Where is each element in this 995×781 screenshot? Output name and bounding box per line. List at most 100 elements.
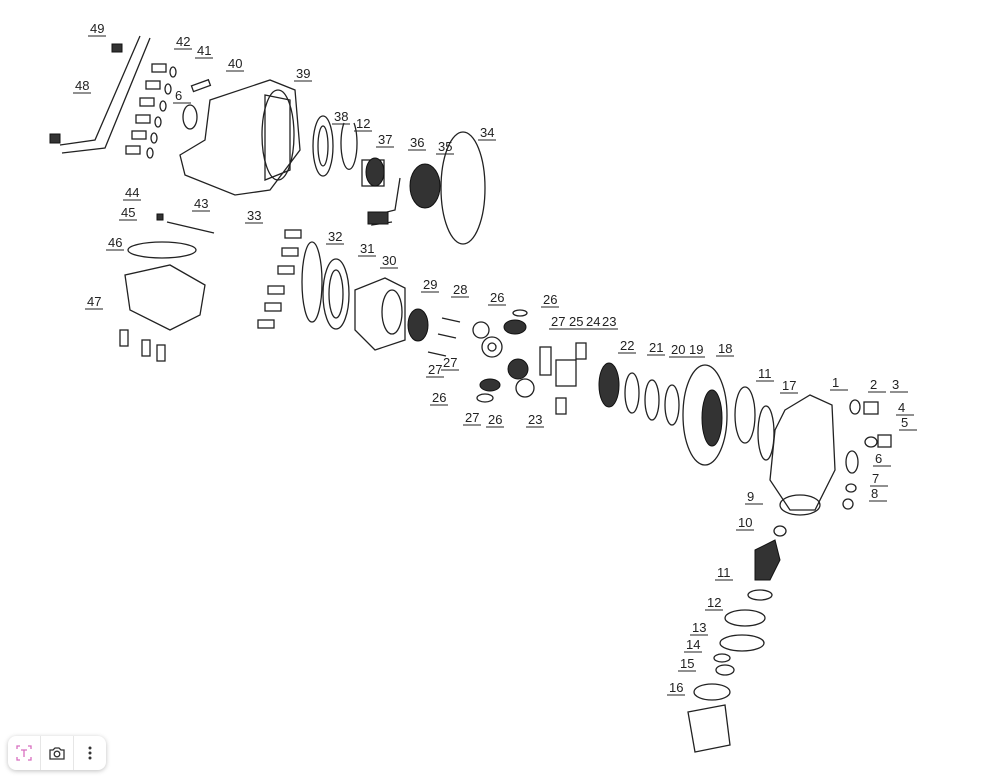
bolts-47 [119,329,166,362]
shim-19 [664,384,680,426]
visual-search-button[interactable] [41,736,74,770]
part-label-27: 27 [428,362,442,377]
seal-6b [845,450,859,474]
part-label-22: 22 [620,338,634,353]
part-label-20: 20 [671,342,685,357]
shim-20 [644,379,660,421]
elbow-fitting [49,133,61,144]
part-label-27: 27 [551,314,565,329]
part-label-47: 47 [87,294,101,309]
bearing-38 [312,115,334,177]
shaft-27 [539,346,552,376]
part-label-29: 29 [423,277,437,292]
part-label-16: 16 [669,680,683,695]
bolts-33 [257,229,302,329]
part-label-11: 11 [717,565,731,580]
more-options-button[interactable] [74,736,106,770]
part-label-49: 49 [90,21,104,36]
washer-4 [864,436,878,448]
rod-43 [166,221,215,234]
plug-49 [111,43,123,53]
vent-44 [156,213,164,221]
part-label-12: 12 [356,116,370,131]
gear-27 [481,336,503,358]
washer-26 [472,321,490,339]
plug-8 [842,498,854,510]
bearing-31 [322,258,350,330]
washer-2 [849,399,861,415]
part-label-21: 21 [649,340,663,355]
washer-7 [845,483,857,493]
washer-26 [476,393,494,403]
shim-21 [624,372,640,414]
block-25 [555,359,577,387]
plug-3 [863,401,879,415]
text-select-button[interactable] [8,736,41,770]
gear-27 [503,319,527,335]
part-label-24: 24 [586,314,600,329]
washers-41 [146,66,177,159]
part-label-30: 30 [382,253,396,268]
parts-drawing [49,35,892,753]
washer-26 [515,378,535,398]
gear-27 [479,378,501,392]
bolts-42 [125,63,167,155]
part-label-40: 40 [228,56,242,71]
o-ring-45 [127,241,197,259]
bearing-11b [747,589,773,601]
washer-14 [713,653,731,663]
diff-case-30 [354,277,406,351]
part-label-41: 41 [197,43,211,58]
part-label-4: 4 [898,400,905,415]
part-label-48: 48 [75,78,89,93]
nut-15 [715,664,735,676]
housing-1 [769,394,836,511]
part-label-9: 9 [747,489,754,504]
floating-toolbar [8,736,106,770]
part-label-17: 17 [782,378,796,393]
tube-48 [59,35,151,154]
cover-46 [124,264,206,331]
part-label-19: 19 [689,342,703,357]
part-label-14: 14 [686,637,700,652]
part-label-26: 26 [488,412,502,427]
side-gear-29 [407,308,429,342]
snap-ring-12 [340,122,358,170]
part-label-45: 45 [121,205,135,220]
washer-26 [512,309,528,317]
part-label-1: 1 [832,375,839,390]
part-label-32: 32 [328,229,342,244]
yoke [687,704,731,753]
text-select-icon [16,745,32,761]
part-label-13: 13 [692,620,706,635]
part-label-18: 18 [718,341,732,356]
part-label-23: 23 [528,412,542,427]
ring-32 [301,241,323,323]
part-label-8: 8 [871,486,878,501]
housing-39 [179,79,301,196]
part-label-33: 33 [247,208,261,223]
part-label-10: 10 [738,515,752,530]
gear-27 [507,358,529,380]
seal-16 [693,683,731,701]
gear-35 [409,163,441,209]
part-label-6: 6 [175,88,182,103]
part-label-26: 26 [543,292,557,307]
gear-22 [598,362,620,408]
part-label-46: 46 [108,235,122,250]
part-label-39: 39 [296,66,310,81]
part-label-2: 2 [870,377,877,392]
part-label-43: 43 [194,196,208,211]
part-label-27: 27 [443,355,457,370]
part-label-38: 38 [334,109,348,124]
part-label-3: 3 [892,377,899,392]
more-vertical-icon [88,746,92,760]
part-label-6: 6 [875,451,882,466]
part-label-27: 27 [465,410,479,425]
part-label-37: 37 [378,132,392,147]
bearing-12 [724,609,766,627]
plug-5 [877,434,892,448]
pinion-10 [754,539,781,581]
